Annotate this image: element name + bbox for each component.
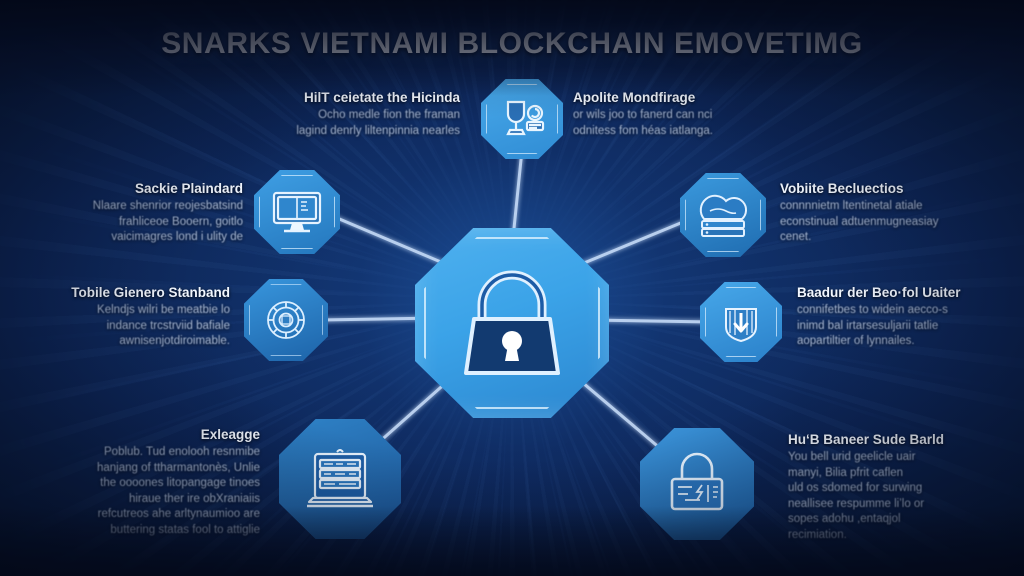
text-block-bottom-right: HuʻB Baneer Sude Barld You bell urid gee… — [788, 432, 1024, 543]
block-body: connnnietm ltentinetal atiale econstinua… — [780, 200, 939, 243]
block-heading: HilT ceietate the Hicinda — [303, 90, 460, 105]
block-heading: Baadur der Beo·fol Uaiter — [797, 285, 961, 300]
block-body: You bell urid geelicle uair manyi, Bilia… — [788, 451, 925, 541]
node-mid-right[interactable] — [700, 282, 782, 362]
shield-download-icon — [700, 282, 782, 362]
block-body: Ocho medle fion the framan lagind denrly… — [296, 109, 460, 137]
node-bottom-right[interactable] — [640, 428, 754, 540]
node-bottom-left[interactable] — [279, 419, 401, 539]
node-upper-right[interactable] — [680, 173, 766, 257]
cloud-server-icon — [680, 173, 766, 257]
block-heading: Tobile Gienero Stanband — [71, 285, 230, 300]
block-body: or wils joo to fanerd can nci odnitess f… — [573, 109, 714, 137]
block-heading: Apolite Mondfirage — [573, 90, 696, 105]
node-upper-left[interactable] — [254, 170, 340, 254]
text-block-bottom-left: Exleagge Poblub. Tud enolooh resnmibe ha… — [10, 427, 260, 538]
padlock-outline-icon — [640, 428, 754, 540]
block-body: Kelndjs wilri be meatbie lo indance trcs… — [97, 304, 230, 347]
monitor-icon — [254, 170, 340, 254]
text-block-mid-right: Baadur der Beo·fol Uaiter connifetbes to… — [797, 285, 1024, 350]
block-body: connifetbes to widein aecco-s inimd bal … — [797, 304, 948, 347]
gear-emblem-icon — [244, 279, 328, 361]
central-padlock-node[interactable] — [415, 228, 609, 418]
padlock-icon — [415, 228, 609, 418]
block-heading: HuʻB Baneer Sude Barld — [788, 432, 945, 447]
text-block-upper-left: Sackie Plaindard Nlaare shenrior reojesb… — [18, 181, 243, 246]
trophy-icon — [481, 79, 563, 159]
block-heading: Sackie Plaindard — [134, 181, 243, 196]
text-block-mid-left: Tobile Gienero Stanband Kelndjs wilri be… — [15, 285, 230, 350]
node-top-center[interactable] — [481, 79, 563, 159]
laptop-rack-icon — [279, 419, 401, 539]
block-body: Poblub. Tud enolooh resnmibe hanjang of … — [96, 446, 260, 536]
block-body: Nlaare shenrior reojesbatsind frahliceoe… — [92, 200, 243, 243]
block-heading: Vobiite Becluectios — [780, 181, 904, 196]
text-block-top-right: Apolite Mondfirage or wils joo to fanerd… — [573, 90, 853, 139]
text-block-upper-right: Vobiite Becluectios connnnietm ltentinet… — [780, 181, 1024, 246]
text-block-top-left: HilT ceietate the Hicinda Ocho medle fio… — [200, 90, 460, 139]
block-heading: Exleagge — [200, 427, 260, 442]
node-mid-left[interactable] — [244, 279, 328, 361]
page-title: SNARKS VIETNAMI BLOCKCHAIN EMOVETIMG — [161, 27, 863, 60]
